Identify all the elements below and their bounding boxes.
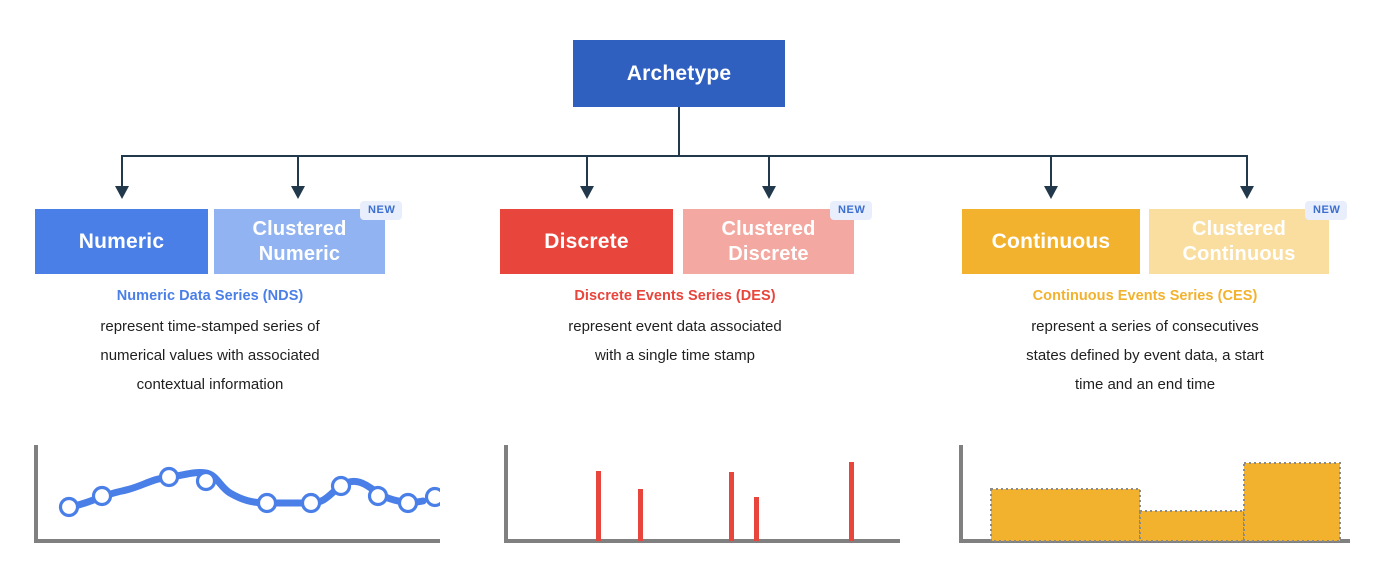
- data-point: [91, 485, 113, 507]
- box-clustered-numeric-label: Clustered Numeric: [252, 217, 347, 265]
- state-segment: [1139, 510, 1245, 542]
- connector-branch-clustered-numeric: [297, 155, 299, 188]
- box-numeric-label: Numeric: [78, 230, 165, 253]
- event-bar: [638, 489, 643, 541]
- discrete-chart: [500, 435, 900, 547]
- box-clustered-numeric[interactable]: Clustered Numeric: [214, 209, 385, 274]
- arrow-head-clustered-discrete: [762, 186, 776, 199]
- event-bar: [596, 471, 601, 541]
- group-title-numeric: Numeric Data Series (NDS): [116, 288, 304, 304]
- connector-branch-numeric: [121, 155, 123, 188]
- new-badge-clustered-continuous: NEW: [1305, 201, 1348, 220]
- box-discrete[interactable]: Discrete: [500, 209, 673, 274]
- new-badge-clustered-discrete: NEW: [830, 201, 873, 220]
- box-discrete-label: Discrete: [544, 230, 629, 253]
- data-point: [330, 475, 352, 497]
- arrow-head-clustered-numeric: [291, 186, 305, 199]
- group-description-continuous: represent a series of consecutives state…: [955, 312, 1335, 399]
- group-description-discrete: represent event data associated with a s…: [495, 312, 855, 370]
- group-title-continuous: Continuous Events Series (CES): [1032, 288, 1258, 304]
- box-clustered-continuous[interactable]: Clustered Continuous: [1149, 209, 1329, 274]
- box-clustered-continuous-label: Clustered Continuous: [1182, 217, 1296, 265]
- description-line: with a single time stamp: [594, 347, 756, 364]
- continuous-chart: [955, 435, 1350, 547]
- description-line: numerical values with associated: [100, 347, 320, 364]
- data-point: [367, 485, 389, 507]
- description-line: represent time-stamped series of: [100, 318, 320, 335]
- archetype-root-box[interactable]: Archetype: [573, 40, 785, 107]
- event-bar: [849, 462, 854, 541]
- description-line: represent a series of consecutives: [1031, 318, 1259, 335]
- state-segment: [990, 488, 1141, 542]
- data-point: [424, 486, 440, 508]
- data-point: [300, 492, 322, 514]
- box-clustered-discrete-label: Clustered Discrete: [721, 217, 816, 265]
- arrow-head-continuous: [1044, 186, 1058, 199]
- description-line: states defined by event data, a start: [1026, 347, 1264, 364]
- new-badge-clustered-numeric: NEW: [360, 201, 403, 220]
- box-clustered-discrete[interactable]: Clustered Discrete: [683, 209, 854, 274]
- archetype-root-label: Archetype: [626, 61, 732, 85]
- description-line: contextual information: [136, 376, 284, 393]
- discrete-chart-svg: [504, 445, 900, 543]
- connector-branch-clustered-continuous: [1246, 155, 1248, 188]
- arrow-head-numeric: [115, 186, 129, 199]
- connector-root-stem: [678, 107, 680, 156]
- continuous-chart-svg: [959, 445, 1350, 543]
- data-point: [158, 466, 180, 488]
- data-point: [58, 496, 80, 518]
- data-point: [195, 470, 217, 492]
- box-numeric[interactable]: Numeric: [35, 209, 208, 274]
- connector-horizontal-bus: [121, 155, 1248, 157]
- state-segment: [1243, 462, 1341, 542]
- group-description-numeric: represent time-stamped series of numeric…: [30, 312, 390, 399]
- event-bar: [754, 497, 759, 541]
- connector-branch-clustered-discrete: [768, 155, 770, 188]
- numeric-chart-svg: [34, 445, 440, 543]
- data-point: [256, 492, 278, 514]
- numeric-chart: [30, 435, 440, 547]
- description-line: time and an end time: [1074, 376, 1216, 393]
- connector-branch-continuous: [1050, 155, 1052, 188]
- group-title-discrete: Discrete Events Series (DES): [574, 288, 776, 304]
- arrow-head-clustered-continuous: [1240, 186, 1254, 199]
- data-point: [397, 492, 419, 514]
- description-line: represent event data associated: [568, 318, 782, 335]
- arrow-head-discrete: [580, 186, 594, 199]
- box-continuous[interactable]: Continuous: [962, 209, 1140, 274]
- connector-branch-discrete: [586, 155, 588, 188]
- box-continuous-label: Continuous: [991, 230, 1111, 253]
- event-bar: [729, 472, 734, 541]
